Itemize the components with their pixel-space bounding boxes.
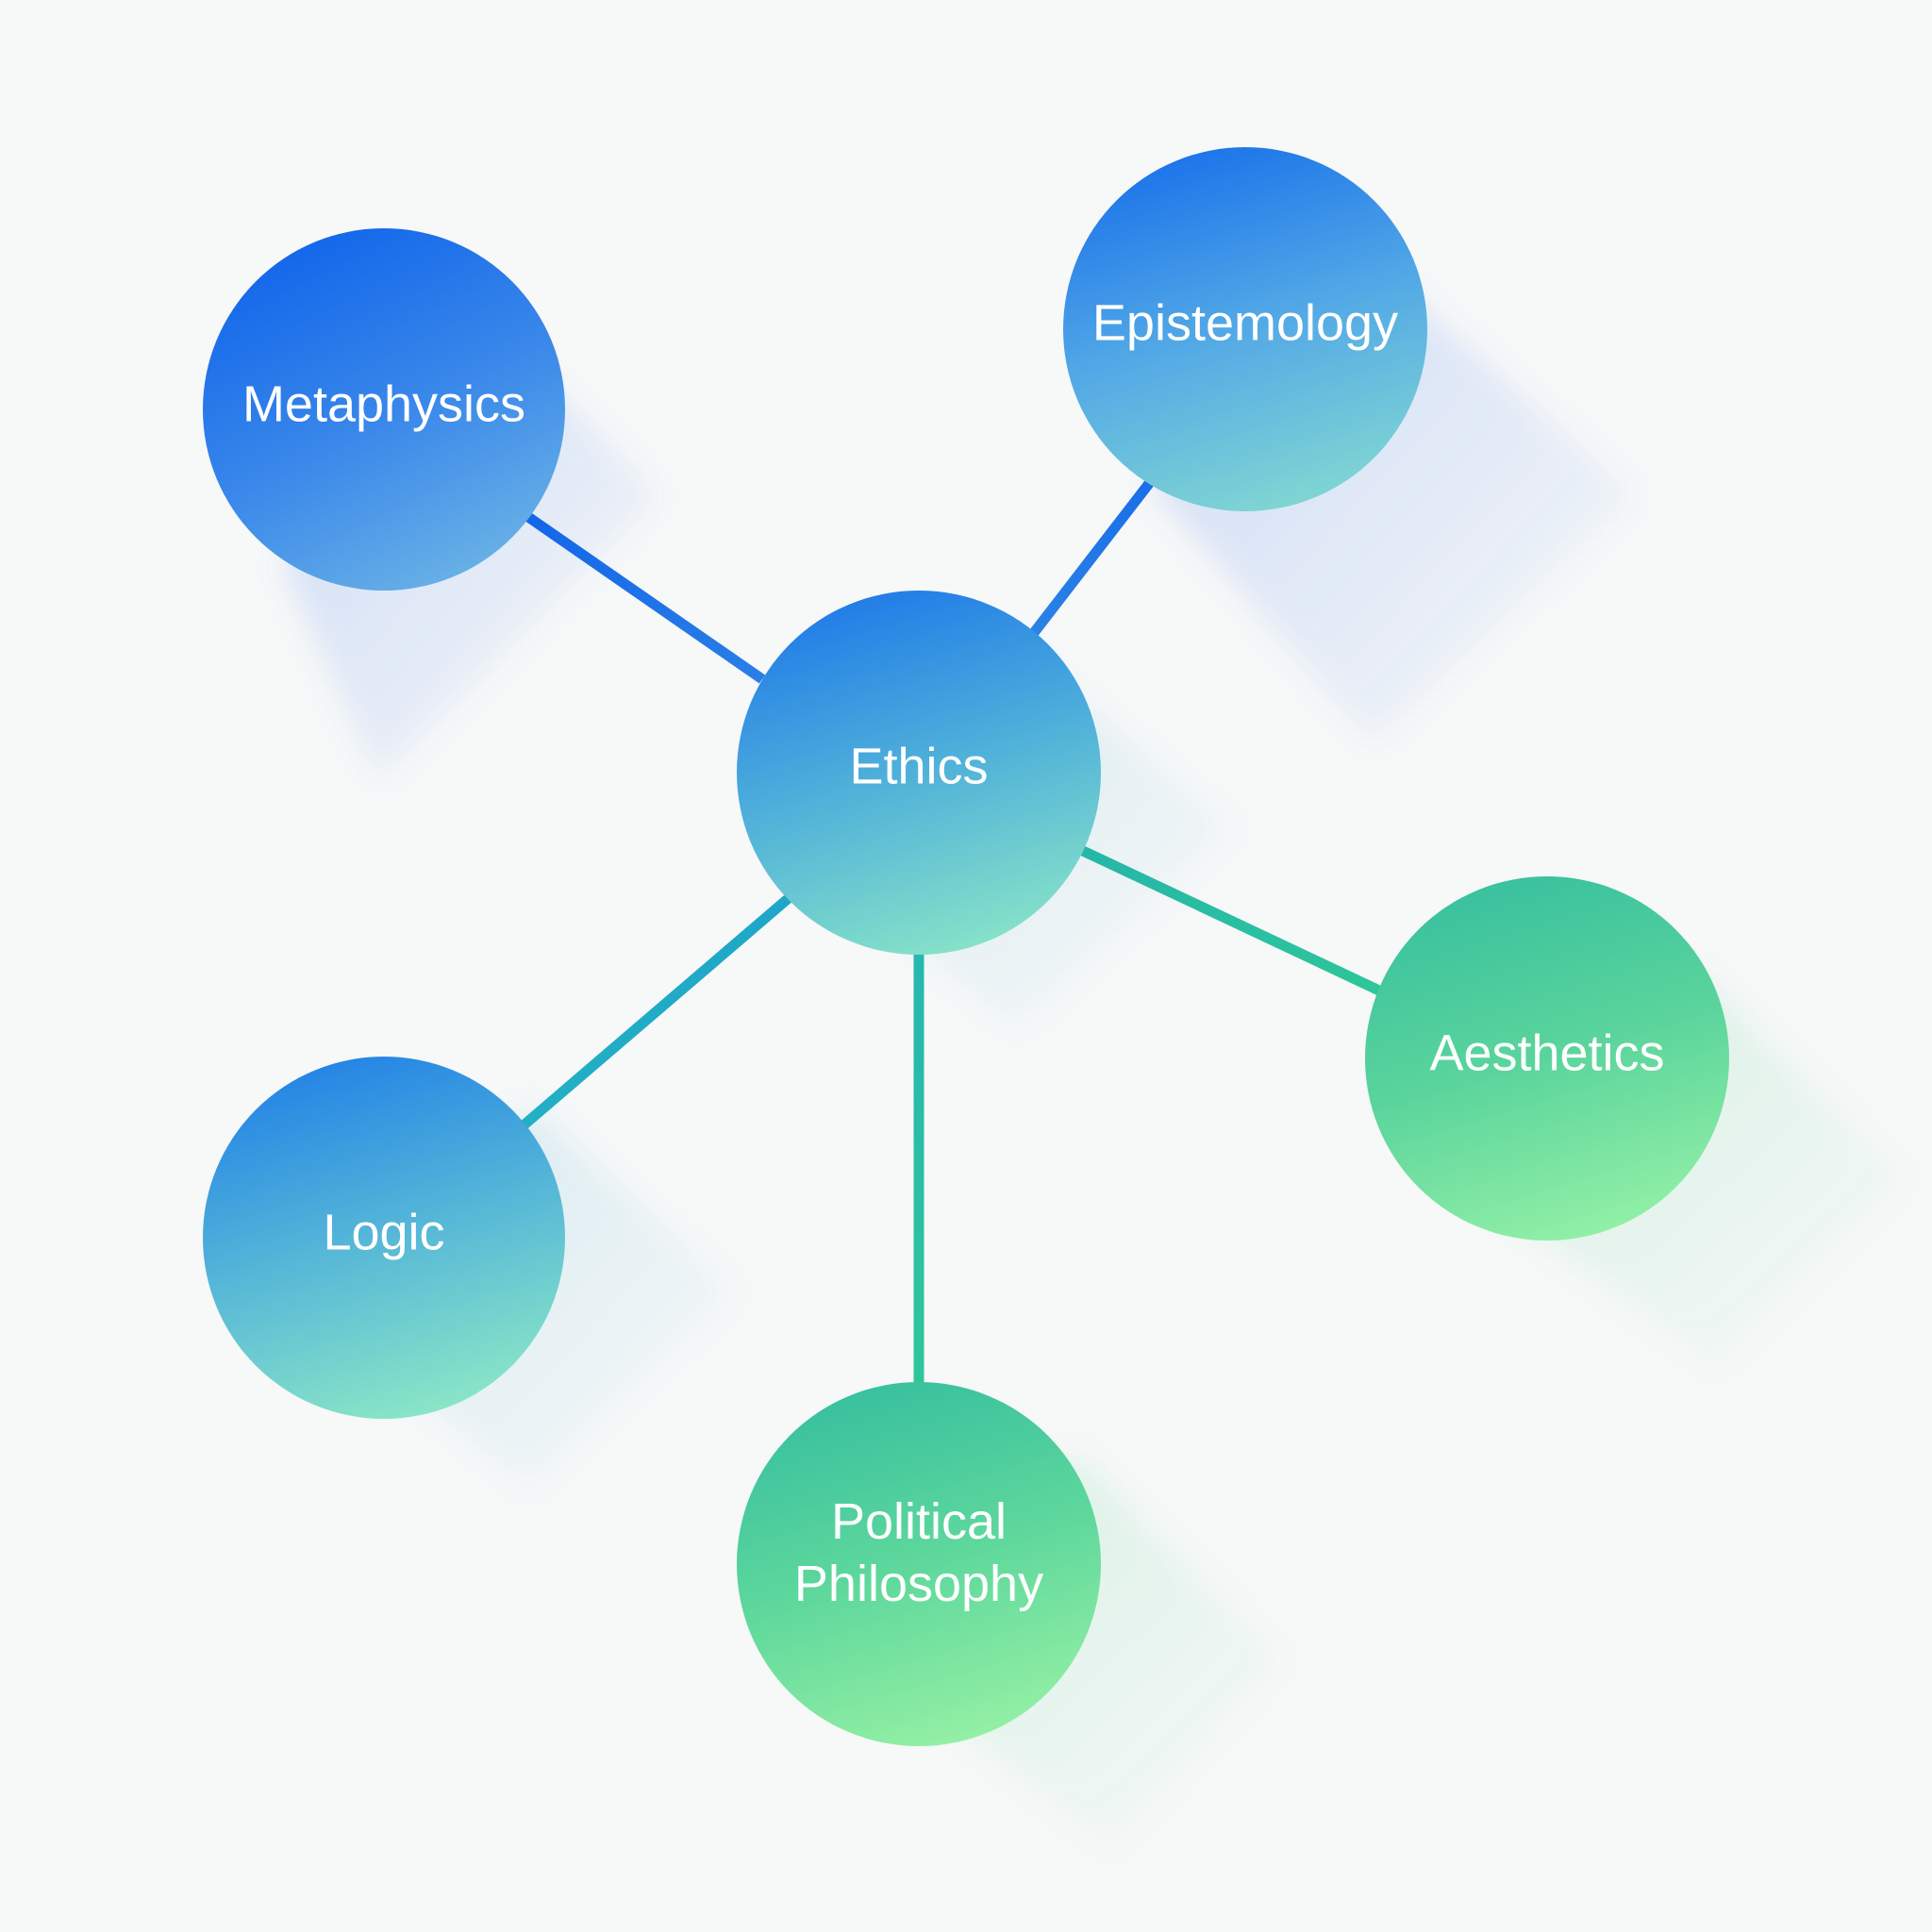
label-line: Political — [831, 1493, 1007, 1550]
ethics-label: Ethics — [849, 738, 988, 794]
edge-ethics-epistemology — [1028, 477, 1156, 638]
aesthetics-label: Aesthetics — [1429, 1024, 1664, 1081]
node-ethics[interactable]: Ethics — [737, 591, 1101, 955]
metaphysics-circle — [203, 228, 565, 591]
ethics-circle — [737, 591, 1101, 955]
node-metaphysics[interactable]: Metaphysics — [203, 228, 565, 591]
edges-layer — [521, 477, 1382, 1387]
logic-circle — [203, 1057, 565, 1419]
aesthetics-circle — [1365, 876, 1729, 1241]
node-aesthetics[interactable]: Aesthetics — [1365, 876, 1729, 1241]
logic-label: Logic — [323, 1204, 444, 1260]
node-epistemology[interactable]: Epistemology — [1063, 147, 1427, 511]
political-philosophy-circle — [737, 1382, 1101, 1746]
node-logic[interactable]: Logic — [203, 1057, 565, 1419]
label-line: Philosophy — [794, 1556, 1043, 1612]
edge-ethics-metaphysics — [525, 512, 766, 684]
edge-ethics-logic — [521, 893, 792, 1129]
epistemology-circle — [1063, 147, 1427, 511]
epistemology-label: Epistemology — [1092, 294, 1398, 351]
metaphysics-label: Metaphysics — [242, 375, 525, 432]
edge-ethics-aesthetics — [1080, 846, 1382, 995]
